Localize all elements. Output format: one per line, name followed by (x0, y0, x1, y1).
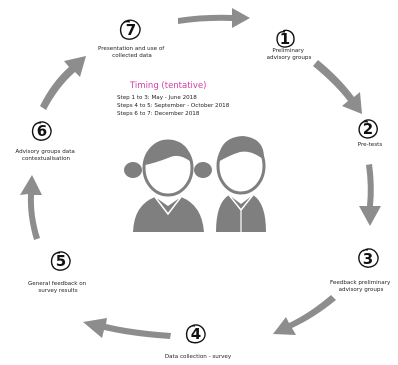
step-number-7: 7 (119, 19, 141, 40)
person-male-icon (216, 136, 266, 232)
cycle-arrows (20, 8, 381, 339)
svg-text:2: 2 (363, 120, 373, 138)
arrow-2-to-3 (359, 164, 381, 226)
svg-text:4: 4 (191, 325, 201, 343)
svg-text:3: 3 (363, 250, 373, 268)
step-number-6: 6 (31, 121, 52, 141)
step-number-1: 1 (276, 29, 295, 48)
timing-line-1: Step 1 to 3: May - June 2018 (117, 95, 197, 101)
svg-text:5: 5 (56, 252, 66, 270)
svg-text:6: 6 (37, 122, 47, 140)
arrow-7-to-1 (178, 8, 250, 28)
step-labels: Preliminary advisory groups Pre-tests Fe… (15, 46, 392, 360)
step-7-label: Presentation and use of collected data (98, 46, 166, 59)
step-1-label: Preliminary advisory groups (267, 48, 312, 61)
person-female-icon (124, 139, 212, 232)
step-numbers: 1 2 3 4 5 6 7 (31, 19, 379, 344)
arrow-5-to-6 (20, 175, 42, 240)
timing-line-3: Steps 6 to 7: December 2018 (117, 111, 200, 117)
step-6-label: Advisory groups data contextualisation (15, 149, 76, 162)
timing-title: Timing (tentative) (129, 81, 207, 91)
step-3-label: Feedback preliminary advisory groups (330, 280, 392, 293)
step-number-3: 3 (358, 248, 379, 268)
svg-text:7: 7 (126, 21, 136, 39)
step-4-label: Data collection - survey (165, 354, 232, 360)
arrow-6-to-7 (40, 56, 86, 110)
step-5-label: General feedback on survey results (28, 281, 88, 294)
arrow-3-to-4 (273, 295, 336, 335)
arrow-4-to-5 (83, 318, 171, 339)
step-number-4: 4 (185, 324, 206, 344)
svg-text:1: 1 (280, 30, 290, 48)
step-number-2: 2 (358, 119, 378, 139)
timing-line-2: Steps 4 to 5: September - October 2018 (117, 103, 230, 109)
arrow-1-to-2 (313, 60, 362, 114)
timing-box: Timing (tentative) Step 1 to 3: May - Ju… (117, 81, 230, 117)
step-number-5: 5 (50, 251, 71, 271)
step-2-label: Pre-tests (358, 142, 383, 148)
